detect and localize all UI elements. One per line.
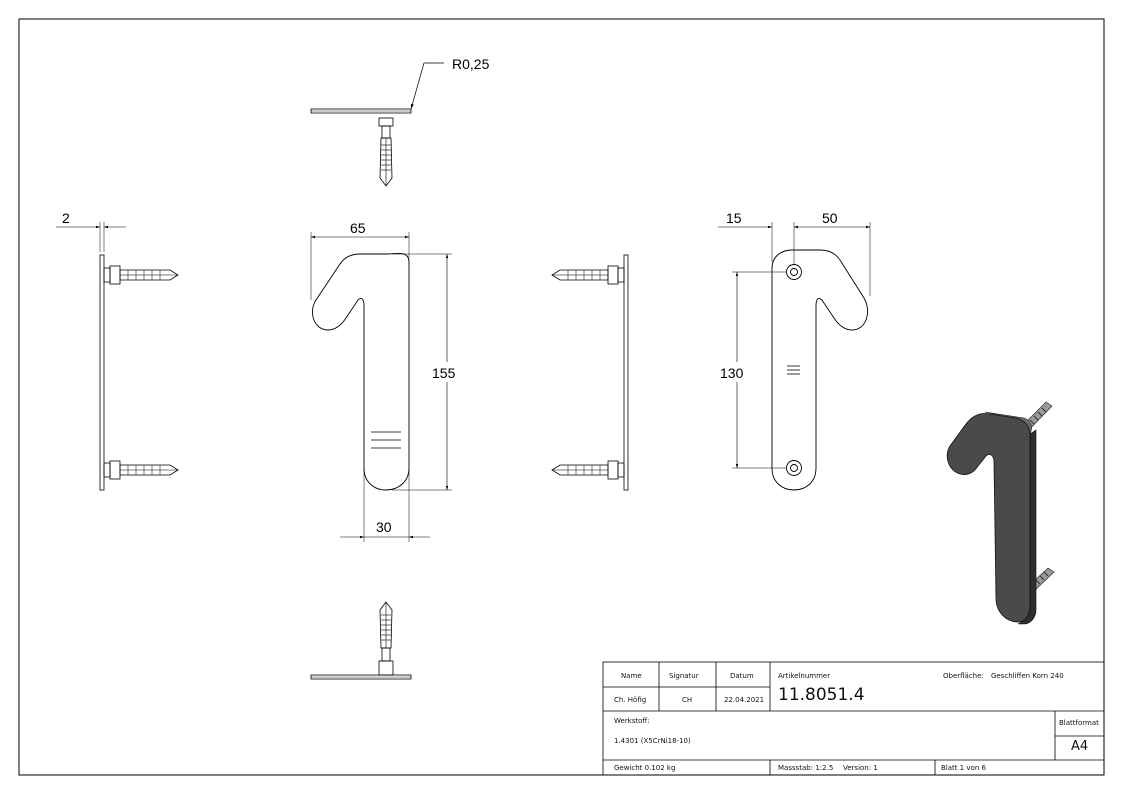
title-block: [602, 661, 1105, 776]
dim-hole-offset: 50: [822, 210, 838, 226]
tb-date-label: Datum: [730, 672, 754, 680]
tb-format-value: A4: [1071, 739, 1089, 754]
tb-material-label: Werkstoff:: [614, 717, 650, 725]
left-side-view: [56, 222, 179, 491]
tb-material-value: 1.4301 (X5CrNi18-10): [614, 737, 691, 745]
tb-scale: Massstab: 1:2.5: [778, 764, 834, 772]
dim-width: 65: [350, 220, 366, 236]
tb-article-label: Artikelnummer: [778, 672, 831, 680]
front-view: [310, 232, 452, 542]
iso-plate-face: [946, 413, 1031, 623]
rear-view: [718, 222, 871, 491]
top-view: [310, 62, 444, 187]
dim-height: 155: [432, 365, 456, 381]
isometric-view: [946, 401, 1055, 625]
dim-stem-width: 30: [376, 519, 392, 535]
bottom-view: [310, 601, 412, 680]
sheet-border: [18, 18, 1105, 776]
tb-format-label: Blattformat: [1059, 719, 1099, 727]
right-side-view: [551, 254, 629, 491]
dim-offset: 15: [726, 210, 742, 226]
tb-article-number: 11.8051.4: [778, 685, 865, 705]
tb-signature-value: CH: [682, 696, 693, 704]
tb-signature-label: Signatur: [669, 672, 699, 680]
tb-weight: Gewicht 0.102 kg: [614, 764, 676, 772]
tb-surface-value: Geschliffen Korn 240: [991, 672, 1064, 680]
tb-version: Version: 1: [843, 764, 878, 772]
dim-hole-spacing: 130: [720, 365, 744, 381]
tb-surface-label: Oberfläche:: [943, 672, 984, 680]
tb-name-value: Ch. Höfig: [614, 696, 647, 704]
dim-thickness: 2: [62, 210, 70, 226]
tb-date-value: 22.04.2021: [724, 696, 765, 704]
tb-name-label: Name: [621, 672, 642, 680]
dim-radius: R0,25: [452, 56, 490, 72]
tb-sheet: Blatt 1 von 6: [941, 764, 986, 772]
